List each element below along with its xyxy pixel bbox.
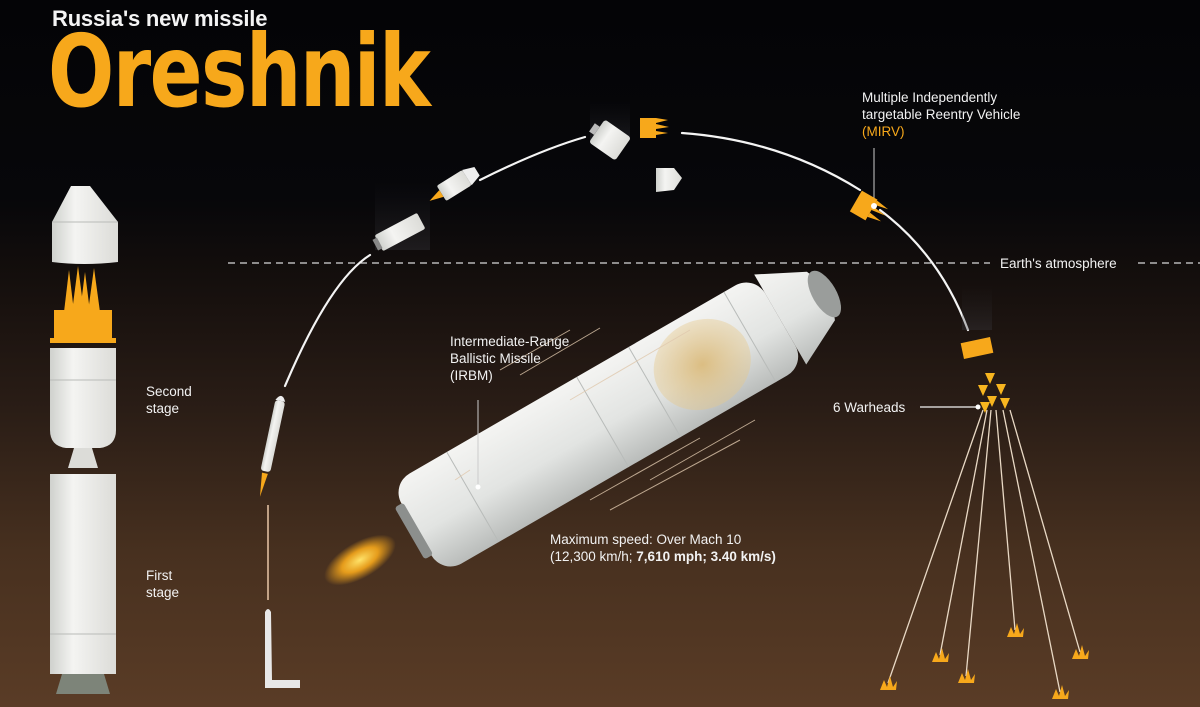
warheads-label: 6 Warheads xyxy=(833,400,906,415)
second-stage-flight-icon xyxy=(429,166,480,201)
fairing-separation-icon xyxy=(589,120,630,160)
mirv-icon xyxy=(849,190,889,222)
irbm-abbr: (IRBM) xyxy=(450,368,493,383)
mirv-label-line2: targetable Reentry Vehicle xyxy=(862,107,1021,122)
warheads-cluster-icon xyxy=(978,373,1010,413)
second-stage-label: Second stage xyxy=(146,383,192,417)
speed-kmh: (12,300 km/h; xyxy=(550,549,637,564)
reentry-bus-icon xyxy=(960,337,994,359)
second-stage-label-line1: Second xyxy=(146,384,192,399)
mirv-label: Multiple Independently targetable Reentr… xyxy=(862,89,1020,140)
speed-label-line1: Maximum speed: Over Mach 10 xyxy=(550,532,742,547)
mirv-bus-apex-icon xyxy=(640,118,669,138)
impact-explosions xyxy=(880,623,1089,699)
spent-first-stage-icon xyxy=(372,213,425,251)
speed-label: Maximum speed: Over Mach 10 (12,300 km/h… xyxy=(550,531,776,565)
irbm-label-line2: Ballistic Missile xyxy=(450,351,541,366)
mirv-abbr: (MIRV) xyxy=(862,124,905,139)
launch-rocket-icon xyxy=(259,395,286,497)
trajectory-arc xyxy=(283,131,970,388)
launch-pad-icon xyxy=(265,505,300,688)
irbm-missile-illustration xyxy=(324,270,842,586)
mirv-label-line1: Multiple Independently xyxy=(862,90,998,105)
nose-cone-icon xyxy=(656,168,682,192)
irbm-label: Intermediate-Range Ballistic Missile (IR… xyxy=(450,333,569,384)
first-stage-label-line1: First xyxy=(146,568,173,583)
atmosphere-label: Earth's atmosphere xyxy=(1000,256,1117,271)
missile-stack-illustration xyxy=(50,186,118,694)
warhead-trajectories xyxy=(887,409,1081,693)
second-stage-label-line2: stage xyxy=(146,401,180,416)
first-stage-label: First stage xyxy=(146,567,179,601)
subtitle: Russia's new missile xyxy=(52,6,268,31)
speed-mph: 7,610 mph; 3.40 km/s) xyxy=(636,549,776,564)
irbm-label-line1: Intermediate-Range xyxy=(450,334,570,349)
page-title: Oreshnik xyxy=(48,13,431,130)
first-stage-label-line2: stage xyxy=(146,585,180,600)
